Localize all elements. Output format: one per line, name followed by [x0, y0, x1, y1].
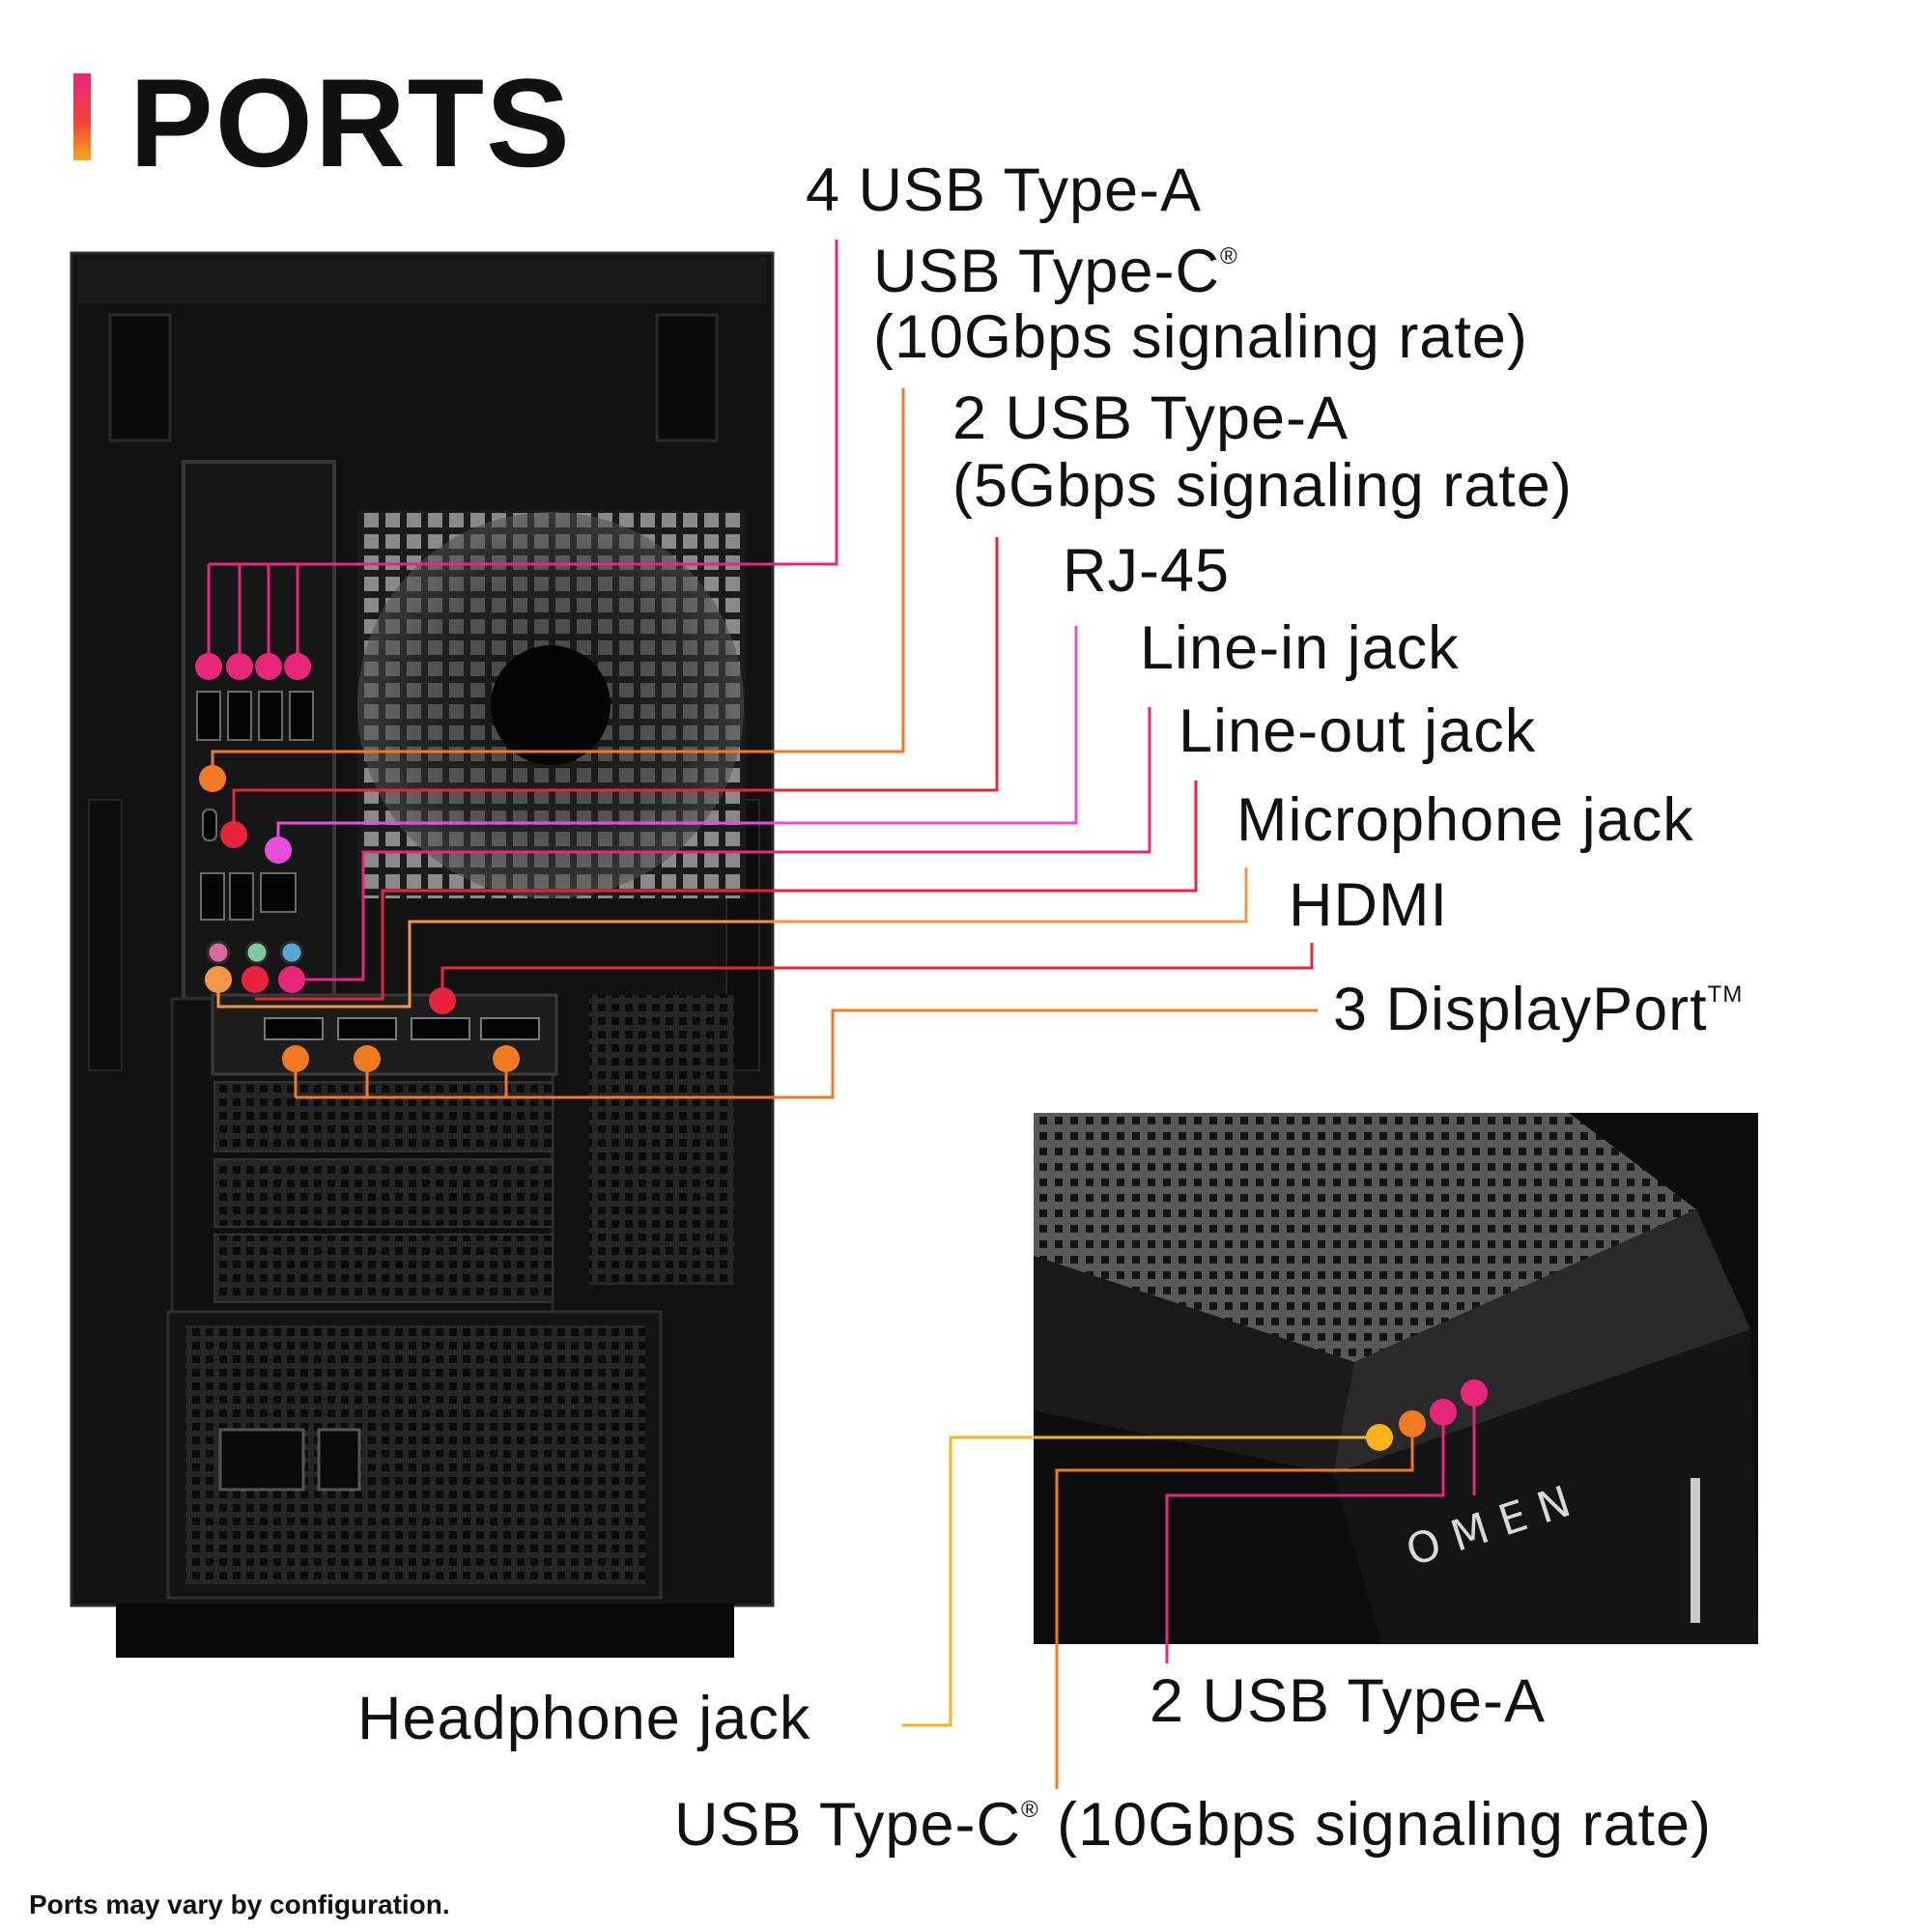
rear-leader-lines — [207, 240, 1318, 1099]
label-usb-type-c-front: USB Type-C® (10Gbps signaling rate) — [674, 1791, 1713, 1859]
label-4-usb-type-a: 4 USB Type-A — [806, 156, 1203, 224]
label-usb-type-c: USB Type-C® — [873, 238, 1238, 305]
label-hdmi: HDMI — [1289, 871, 1448, 939]
label-rj45: RJ-45 — [1063, 537, 1231, 605]
label-2-usb-type-a-rear: 2 USB Type-A — [952, 384, 1350, 452]
label-3-displayport: 3 DisplayPortTM — [1333, 976, 1744, 1043]
label-usb-c-rate: (10Gbps signaling rate) — [873, 303, 1528, 371]
label-line-in-jack: Line-in jack — [1140, 614, 1460, 682]
label-microphone-jack: Microphone jack — [1236, 786, 1694, 854]
label-headphone-jack: Headphone jack — [357, 1685, 811, 1752]
title-accent-bar — [73, 73, 91, 160]
front-leader-lines — [902, 1393, 1476, 1789]
rear-tower — [70, 251, 775, 1658]
page-title: PORTS — [129, 52, 572, 193]
label-usb-a-rate: (5Gbps signaling rate) — [952, 452, 1573, 520]
callout-dots — [195, 653, 1488, 1451]
footnote: Ports may vary by configuration. — [29, 1889, 450, 1919]
label-2-usb-type-a-front: 2 USB Type-A — [1150, 1667, 1547, 1735]
label-line-out-jack: Line-out jack — [1179, 697, 1537, 765]
front-tower-top: OMEN — [1034, 1113, 1758, 1644]
